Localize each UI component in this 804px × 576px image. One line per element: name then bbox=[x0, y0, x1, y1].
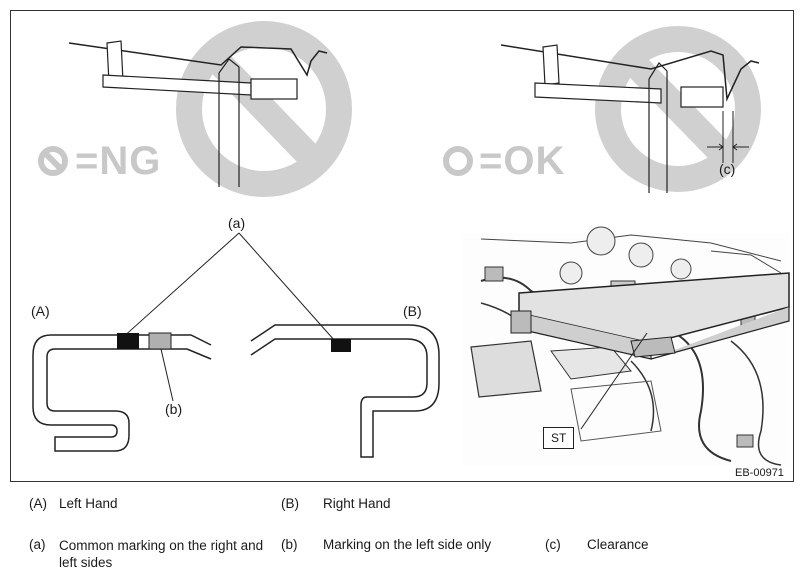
label-c: (c) bbox=[719, 161, 736, 177]
rod-ok bbox=[500, 44, 760, 102]
label-A: (A) bbox=[31, 303, 50, 319]
special-tool-beam bbox=[518, 272, 790, 344]
vehicle-underbody-illustration bbox=[463, 226, 790, 466]
clearance-arrow-left-icon bbox=[707, 143, 724, 151]
legend-key: (B) bbox=[281, 496, 299, 511]
right-hand-rod bbox=[250, 324, 440, 458]
ng-symbol-icon bbox=[38, 146, 68, 176]
rod-shapes-panel bbox=[32, 232, 440, 458]
prohibit-slash-ng bbox=[204, 47, 326, 173]
ok-label: =OK bbox=[479, 139, 566, 183]
ok-panel bbox=[443, 26, 761, 193]
prohibit-slash-ok bbox=[620, 49, 737, 169]
clearance-arrow-right-icon bbox=[732, 143, 749, 151]
post-ok bbox=[648, 71, 668, 193]
label-b: (b) bbox=[165, 401, 183, 417]
figure-code: EB-00971 bbox=[735, 467, 784, 479]
legend-text: Right Hand bbox=[323, 496, 391, 511]
clamp-ok bbox=[680, 86, 724, 108]
bracket-ok bbox=[542, 44, 560, 86]
label-st: ST bbox=[543, 427, 575, 449]
diagram-svg bbox=[32, 21, 790, 466]
legend-key: (A) bbox=[29, 496, 47, 511]
legend-text: Common marking on the right and left sid… bbox=[59, 538, 264, 570]
left-only-mark bbox=[148, 332, 172, 350]
legend-key: (b) bbox=[281, 537, 298, 552]
legend-text: Marking on the left side only bbox=[323, 537, 492, 552]
legend-text: Left Hand bbox=[59, 496, 118, 511]
legend-key: (c) bbox=[545, 537, 561, 552]
ok-symbol-icon bbox=[443, 146, 473, 176]
label-a: (a) bbox=[228, 215, 246, 231]
clamp-ng bbox=[250, 78, 298, 100]
label-B: (B) bbox=[403, 303, 422, 319]
post-ng bbox=[218, 67, 240, 187]
legend-key: (a) bbox=[29, 537, 46, 552]
rod-ng bbox=[68, 42, 328, 77]
legend-text: Clearance bbox=[587, 537, 649, 552]
prohibit-icon-ng bbox=[176, 21, 352, 197]
tool-bar-ok bbox=[534, 82, 662, 104]
common-mark-right bbox=[331, 339, 351, 352]
prohibit-icon-ok bbox=[595, 26, 761, 192]
ng-label: =NG bbox=[75, 139, 162, 183]
left-hand-rod bbox=[32, 334, 212, 452]
diagram-figure: =NG =OK (c) (a) (A) (B) (b) ST EB-00971 bbox=[10, 10, 794, 482]
ng-panel bbox=[38, 21, 352, 197]
common-mark-left bbox=[117, 333, 139, 349]
